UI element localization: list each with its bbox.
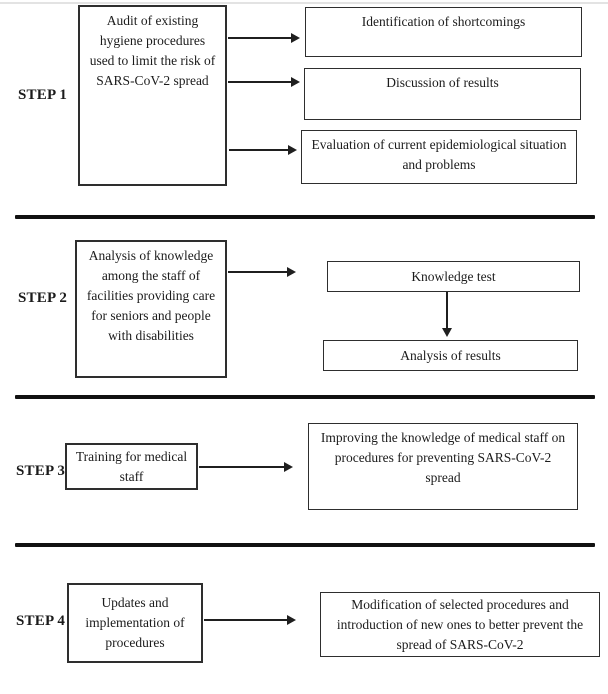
- arrow-right-icon: [229, 144, 297, 156]
- arrow-line: [228, 37, 292, 39]
- arrow-line: [228, 81, 292, 83]
- step-1-label: STEP 1: [18, 87, 68, 103]
- step-4-output-text: Modification of selected procedures and …: [336, 596, 584, 652]
- step-divider: [15, 543, 595, 547]
- step-2-source-text: Analysis of knowledge among the staff of…: [86, 248, 216, 343]
- arrow-line: [229, 149, 289, 151]
- arrow-head: [284, 462, 293, 472]
- step-1-output-box: Discussion of results: [304, 68, 581, 120]
- step-2-output-text: Knowledge test: [411, 268, 496, 284]
- arrow-head: [442, 328, 452, 337]
- step-2-output-box: Knowledge test: [327, 261, 580, 292]
- arrow-right-icon: [204, 614, 296, 626]
- step-1-output-box: Identification of shortcomings: [305, 7, 582, 57]
- step-3-source-text: Training for medical staff: [75, 448, 188, 484]
- top-border-line: [0, 2, 608, 4]
- step-1-output-text: Identification of shortcomings: [361, 14, 526, 29]
- arrow-right-icon: [199, 461, 293, 473]
- arrow-head: [291, 33, 300, 43]
- step-divider: [15, 395, 595, 399]
- step-1-output-box: Evaluation of current epidemiological si…: [301, 130, 577, 184]
- step-1-output-text: Evaluation of current epidemiological si…: [311, 137, 567, 172]
- arrow-line: [228, 271, 288, 273]
- step-4-label: STEP 4: [16, 613, 66, 629]
- arrow-line: [204, 619, 288, 621]
- step-1-output-text: Discussion of results: [386, 75, 499, 90]
- arrow-line: [446, 292, 448, 329]
- arrow-right-icon: [228, 76, 300, 88]
- step-2-source-box: Analysis of knowledge among the staff of…: [75, 240, 227, 378]
- arrow-head: [287, 615, 296, 625]
- step-3-source-box: Training for medical staff: [65, 443, 198, 490]
- arrow-right-icon: [228, 266, 296, 278]
- step-1-source-text: Audit of existing hygiene procedures use…: [89, 13, 216, 88]
- arrow-right-icon: [228, 32, 300, 44]
- step-3-output-text: Improving the knowledge of medical staff…: [320, 430, 566, 485]
- step-1-source-box: Audit of existing hygiene procedures use…: [78, 5, 227, 186]
- step-2-label: STEP 2: [18, 290, 68, 306]
- step-divider: [15, 215, 595, 219]
- arrow-down-icon: [441, 292, 453, 337]
- arrow-head: [288, 145, 297, 155]
- step-3-output-box: Improving the knowledge of medical staff…: [308, 423, 578, 510]
- step-4-output-box: Modification of selected procedures and …: [320, 592, 600, 657]
- step-4-source-box: Updates and implementation of procedures: [67, 583, 203, 663]
- arrow-line: [199, 466, 285, 468]
- step-3-label: STEP 3: [16, 463, 66, 479]
- step-2-output-box: Analysis of results: [323, 340, 578, 371]
- arrow-head: [291, 77, 300, 87]
- arrow-head: [287, 267, 296, 277]
- step-2-output-text: Analysis of results: [400, 347, 501, 363]
- step-4-source-text: Updates and implementation of procedures: [85, 595, 185, 650]
